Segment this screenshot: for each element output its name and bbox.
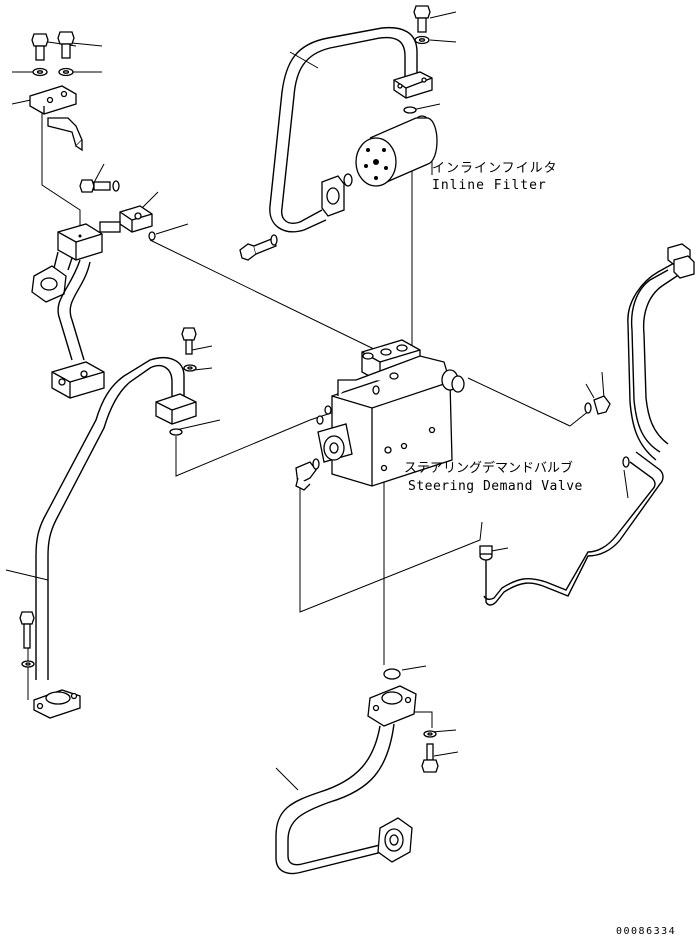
bolts-top-left xyxy=(31,31,75,77)
inline-filter-label-jp: インラインフイルタ xyxy=(432,161,558,176)
steering-demand-valve xyxy=(316,339,465,487)
leader-lines xyxy=(5,11,629,791)
upper-left-fitting xyxy=(31,179,156,399)
inline-filter-label-en: Inline Filter xyxy=(432,178,547,193)
bottom-pipe xyxy=(275,668,417,875)
elbow-fitting xyxy=(295,458,320,491)
drawing-number: 00086334 xyxy=(616,926,676,937)
flange-bottom-left xyxy=(19,611,81,719)
labels: インラインフイルタ Inline Filter ステアリングデマンドバルブ St… xyxy=(404,161,676,937)
left-long-pipe xyxy=(35,357,197,680)
mounting-bracket xyxy=(29,85,83,152)
bolt-filter xyxy=(239,234,278,261)
upper-pipe xyxy=(269,26,433,233)
bolt-top-right xyxy=(413,5,431,45)
inline-filter xyxy=(355,106,438,187)
right-hose xyxy=(479,243,695,606)
bolts-left-pipe xyxy=(181,327,197,372)
bolt-bottom xyxy=(421,730,439,773)
steering-valve-label-jp: ステアリングデマンドバルブ xyxy=(404,460,573,476)
filter-coupling xyxy=(321,173,353,217)
steering-valve-label-en: Steering Demand Valve xyxy=(408,479,583,494)
